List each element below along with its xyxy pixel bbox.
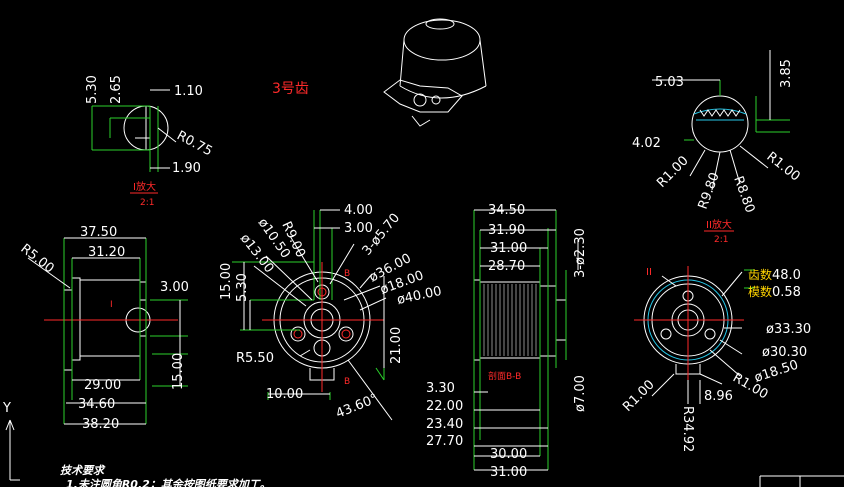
technical-notes: 技术要求 1.未注圆角R0.2；其余按图纸要求加工。 <box>60 464 271 487</box>
detail-i-dim-265: 2.65 <box>109 75 124 104</box>
detail-i-dim-190: 1.90 <box>172 161 201 176</box>
detail-ii-dim-402: 4.02 <box>632 136 661 151</box>
front-dim-2100: 21.00 <box>389 327 404 364</box>
side-dim-3820: 38.20 <box>82 417 119 432</box>
side-dim-3750: 37.50 <box>80 225 117 240</box>
section-dim-3450: 34.50 <box>488 203 525 218</box>
detail-i-scale: 2:1 <box>140 198 154 208</box>
side-dim-1500: 15.00 <box>171 353 186 390</box>
gear-module-label: 模数 <box>748 284 772 299</box>
detail-i-dim-110: 1.10 <box>174 84 203 99</box>
section-dim-3190: 31.90 <box>488 223 525 238</box>
detail-i-view: 5.30 2.65 1.10 R0.75 1.90 I放大 2:1 <box>85 75 215 208</box>
gear-teeth-value: 48.0 <box>772 268 801 283</box>
section-dim-2200: 22.00 <box>426 399 463 414</box>
section-dim-330: 3.30 <box>426 381 455 396</box>
gear-detail-marker: II <box>646 267 652 278</box>
detail-ii-dim-r880: R8.80 <box>730 174 757 215</box>
side-detail-marker: I <box>110 300 113 310</box>
detail-i-caption: I放大 <box>133 180 156 193</box>
section-caption: 剖面B-B <box>488 370 521 382</box>
section-dim-3100: 31.00 <box>490 241 527 256</box>
detail-i-dim-r075: R0.75 <box>174 128 215 159</box>
detail-ii-caption: II放大 <box>706 218 732 231</box>
gear-teeth-label: 齿数 <box>748 267 772 282</box>
front-dim-r550: R5.50 <box>236 351 274 366</box>
front-dim-1000: 10.00 <box>266 387 303 402</box>
title-block <box>759 475 844 487</box>
gear-dim-d1850: ø18.50 <box>753 358 801 386</box>
ucs-y-label: Y <box>2 401 11 416</box>
section-dim-2340: 23.40 <box>426 417 463 432</box>
drawing-title: 3号齿 <box>272 81 309 97</box>
side-dim-3120: 31.20 <box>88 245 125 260</box>
side-dim-2900: 29.00 <box>84 378 121 393</box>
section-dim-d700: ø7.00 <box>573 375 588 412</box>
side-view: 37.50 31.20 R5.00 3.00 29.00 34.60 38.20… <box>18 225 189 432</box>
section-dim-3000: 30.00 <box>490 447 527 462</box>
gear-dim-d3330: ø33.30 <box>766 322 811 337</box>
detail-ii-dim-r980: R9.80 <box>696 171 723 212</box>
detail-ii-scale: 2:1 <box>714 235 728 245</box>
detail-ii-dim-r100b: R1.00 <box>764 149 803 184</box>
section-dim-2770: 27.70 <box>426 434 463 449</box>
detail-ii-dim-503: 5.03 <box>655 75 684 90</box>
gear-dim-r100a: R1.00 <box>620 377 657 414</box>
detail-ii-dim-385: 3.85 <box>779 59 794 88</box>
gear-module-value: 0.58 <box>772 285 801 300</box>
front-view: 4.00 3.00 R9.00 ø10.50 ø13.00 3-ø5.70 ø3… <box>219 203 443 422</box>
isometric-part-sketch <box>383 18 487 127</box>
section-dim-3d230: 3-ø2.30 <box>573 228 588 278</box>
front-dim-400: 4.00 <box>344 203 373 218</box>
side-dim-3460: 34.60 <box>78 397 115 412</box>
front-dim-4360deg: 43.60° <box>334 391 380 421</box>
side-dim-r500: R5.00 <box>18 241 57 276</box>
front-dim-530: 5.30 <box>235 273 250 302</box>
notes-heading: 技术要求 <box>60 464 106 477</box>
front-dim-1500: 15.00 <box>219 263 234 300</box>
gear-dim-r3492: R34.92 <box>680 406 695 452</box>
detail-ii-view: 5.03 3.85 4.02 R1.00 R9.80 R8.80 R1.00 I… <box>632 50 803 245</box>
notes-line-1: 1.未注圆角R0.2；其余按图纸要求加工。 <box>66 478 271 487</box>
section-view-bb: 34.50 31.90 31.00 28.70 3-ø2.30 3.30 22.… <box>426 203 588 480</box>
gear-view: II 齿数 48.0 模数 0.58 ø33.30 ø30.30 ø18.50 … <box>620 266 811 452</box>
section-dim-2870: 28.70 <box>488 259 525 274</box>
detail-i-dim-530: 5.30 <box>85 75 100 104</box>
side-dim-300: 3.00 <box>160 280 189 295</box>
detail-ii-dim-r100a: R1.00 <box>654 153 691 190</box>
gear-dim-896: 8.96 <box>704 389 733 404</box>
front-section-mark-bottom: B <box>344 377 350 387</box>
ucs-icon: Y <box>2 401 20 481</box>
front-dim-300: 3.00 <box>344 221 373 236</box>
gear-dim-d3030: ø30.30 <box>762 345 807 360</box>
front-section-mark-top: B <box>344 269 350 279</box>
section-dim-3100b: 31.00 <box>490 465 527 480</box>
